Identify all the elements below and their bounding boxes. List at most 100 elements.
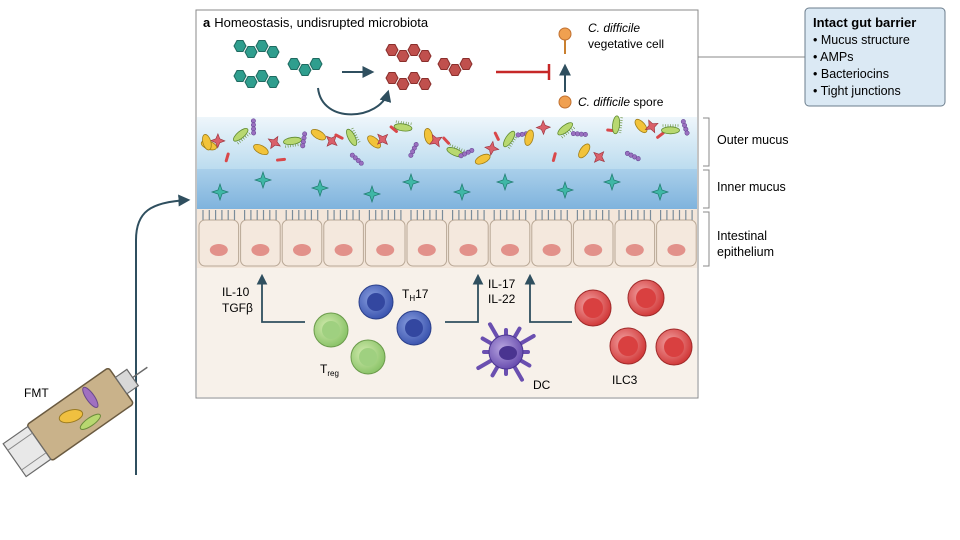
inner-mucus-label: Inner mucus <box>717 180 786 194</box>
microbe <box>300 131 308 149</box>
microbe <box>346 127 361 146</box>
microbe <box>283 136 302 148</box>
molecule-hexagon <box>459 58 473 70</box>
molecule-hexagon <box>233 70 247 82</box>
inner-mucus-layer <box>197 169 697 209</box>
amp-icon <box>602 172 622 192</box>
molecule-hexagon <box>255 70 269 82</box>
il22-label: IL-22 <box>488 292 516 306</box>
barrier-item: • Bacteriocins <box>813 67 889 81</box>
treg-cells <box>313 312 386 375</box>
microbe <box>570 131 588 137</box>
microbe <box>233 128 251 145</box>
microbe <box>557 122 576 139</box>
ilc3-cells <box>574 279 693 366</box>
vegetative-label-2: vegetative cell <box>588 37 664 51</box>
microbe <box>680 119 690 136</box>
epithelial-cell <box>531 219 572 267</box>
microbe <box>624 150 641 162</box>
microbe <box>349 152 364 166</box>
molecule-hexagon <box>407 44 421 56</box>
microbe <box>593 151 605 163</box>
fmt-label: FMT <box>24 386 49 400</box>
epithelial-cell <box>572 219 614 267</box>
barrier-item: • Tight junctions <box>813 84 901 98</box>
cell-nucleus <box>459 244 478 256</box>
layer-brackets <box>703 117 710 267</box>
cell-nucleus <box>501 244 519 256</box>
molecule-hexagon <box>396 78 410 90</box>
microbe <box>310 129 327 141</box>
cell-nucleus <box>625 244 644 256</box>
commensal-microbes <box>200 115 690 166</box>
epithelial-cell <box>656 219 697 267</box>
microbe <box>202 134 212 151</box>
molecule-hexagon <box>255 40 269 52</box>
amp-icon <box>253 170 273 190</box>
barrier-item: • AMPs <box>813 50 854 64</box>
microbe <box>502 130 519 149</box>
molecule-hexagon <box>298 64 312 76</box>
th17-cells <box>358 284 432 346</box>
th17-label: TH17 <box>402 287 429 303</box>
microbe <box>250 118 257 136</box>
epithelial-cell <box>614 219 656 267</box>
microbe <box>551 152 557 162</box>
molecule-hexagon <box>418 78 432 90</box>
epithelial-cell <box>406 219 448 267</box>
vegetative-label-1: C. difficile <box>588 21 640 35</box>
fmt-arrow <box>135 194 191 475</box>
fmt-syringe-icon <box>2 366 148 478</box>
amp-icon <box>210 182 230 202</box>
lamina-propria <box>197 268 697 397</box>
c-difficile-vegetative-icon <box>558 27 572 54</box>
microbe <box>493 131 500 141</box>
curved-conversion-arrow <box>317 87 392 116</box>
barrier-box-title: Intact gut barrier <box>813 15 916 30</box>
microbe <box>276 157 286 162</box>
epithelium <box>197 209 697 268</box>
microbe <box>661 124 680 135</box>
cell-nucleus <box>376 244 395 256</box>
microbe <box>458 148 475 159</box>
il10-label: IL-10 <box>222 285 250 299</box>
barrier-list: • Mucus structure • AMPs • Bacteriocins … <box>813 33 910 98</box>
microbe <box>393 120 413 132</box>
molecule-hexagon <box>437 58 451 70</box>
cell-nucleus <box>584 244 603 256</box>
molecule-hexagon <box>448 64 462 76</box>
microbe <box>634 118 648 134</box>
bile-acid-molecules <box>233 40 473 90</box>
amp-icon <box>555 180 575 200</box>
molecule-hexagon <box>266 76 280 88</box>
epithelial-cell <box>448 219 489 267</box>
epithelium-label-2: epithelium <box>717 245 774 259</box>
epithelial-cell <box>323 219 364 267</box>
molecule-hexagon <box>418 50 432 62</box>
microbe <box>535 119 552 136</box>
microbe <box>224 152 230 163</box>
molecule-hexagon <box>244 46 258 58</box>
epithelial-cell <box>489 219 531 267</box>
molecule-hexagon <box>244 76 258 88</box>
microbe <box>325 135 338 147</box>
treg-label: Treg <box>320 362 339 378</box>
outer-mucus-label: Outer mucus <box>717 133 789 147</box>
spore-icon <box>558 95 572 109</box>
epithelial-cell <box>364 219 406 267</box>
amp-icon <box>401 172 421 192</box>
microbe <box>389 125 398 133</box>
molecule-hexagon <box>266 46 280 58</box>
molecule-hexagon <box>396 50 410 62</box>
microbe <box>474 153 491 165</box>
cell-nucleus <box>293 244 311 256</box>
microbe <box>367 135 382 149</box>
microbe <box>644 119 659 134</box>
cell-nucleus <box>334 244 353 256</box>
cell-nucleus <box>251 244 270 256</box>
ilc3-label: ILC3 <box>612 373 638 387</box>
antimicrobial-peptides <box>210 170 670 204</box>
barrier-info-box <box>804 7 946 107</box>
